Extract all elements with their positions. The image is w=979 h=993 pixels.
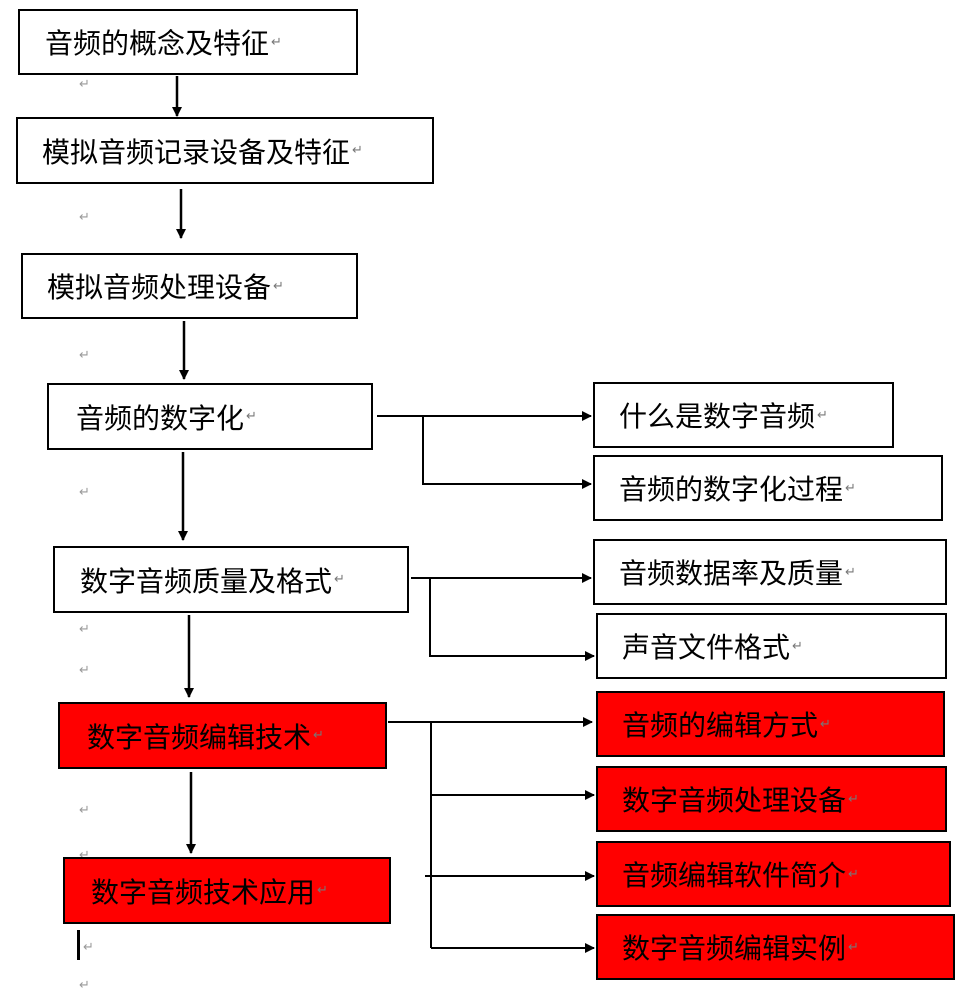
- node-label: 数字音频编辑技术: [87, 720, 312, 754]
- paragraph-mark: ↵: [79, 348, 90, 363]
- node-label: 音频编辑软件简介: [622, 859, 847, 892]
- node-tech-application: 数字音频技术应用↵: [63, 857, 391, 924]
- paragraph-mark: ↵: [79, 848, 90, 863]
- paragraph-mark: ↵: [820, 716, 831, 732]
- paragraph-mark: ↵: [352, 143, 363, 158]
- paragraph-mark: ↵: [246, 409, 257, 424]
- node-label: 音频数据率及质量: [619, 557, 844, 590]
- paragraph-mark: ↵: [334, 572, 345, 587]
- paragraph-mark: ↵: [848, 866, 859, 882]
- paragraph-mark: ↵: [817, 407, 828, 423]
- paragraph-mark: ↵: [79, 978, 90, 993]
- paragraph-mark: ↵: [79, 77, 90, 92]
- paragraph-mark: ↵: [848, 939, 859, 955]
- node-label: 数字音频质量及格式: [80, 564, 333, 598]
- node-edit-methods: 音频的编辑方式↵: [596, 691, 945, 757]
- node-quality-format: 数字音频质量及格式↵: [53, 546, 409, 613]
- node-edit-examples: 数字音频编辑实例↵: [596, 914, 955, 980]
- paragraph-mark: ↵: [79, 663, 90, 678]
- node-digitization: 音频的数字化↵: [47, 383, 373, 450]
- node-file-format: 声音文件格式↵: [596, 613, 947, 679]
- node-what-digital: 什么是数字音频↵: [593, 382, 894, 448]
- paragraph-mark: ↵: [313, 728, 324, 743]
- node-label: 数字音频编辑实例: [622, 932, 847, 965]
- paragraph-mark: ↵: [83, 940, 94, 955]
- text-cursor: [77, 930, 80, 960]
- node-editing-tech: 数字音频编辑技术↵: [58, 702, 387, 769]
- paragraph-mark: ↵: [845, 480, 856, 496]
- node-process-devices: 数字音频处理设备↵: [596, 766, 947, 832]
- node-label: 数字音频处理设备: [622, 784, 847, 817]
- node-label: 模拟音频处理设备: [47, 271, 272, 304]
- node-label: 声音文件格式: [622, 631, 791, 664]
- node-label: 音频的概念及特征: [45, 27, 270, 60]
- paragraph-mark: ↵: [845, 564, 856, 580]
- node-digitize-process: 音频的数字化过程↵: [593, 455, 943, 521]
- paragraph-mark: ↵: [271, 34, 282, 50]
- paragraph-mark: ↵: [79, 803, 90, 818]
- node-concept: 音频的概念及特征↵: [18, 9, 358, 75]
- paragraph-mark: ↵: [273, 278, 284, 294]
- branch-digitization-sub: [422, 416, 592, 489]
- paragraph-mark: ↵: [79, 485, 90, 500]
- node-software-intro: 音频编辑软件简介↵: [596, 841, 951, 907]
- node-label: 音频的编辑方式: [622, 709, 819, 742]
- node-analog-record: 模拟音频记录设备及特征↵: [16, 117, 434, 184]
- branch-quality-sub: [429, 578, 595, 661]
- paragraph-mark: ↵: [317, 883, 328, 898]
- paragraph-mark: ↵: [848, 791, 859, 807]
- node-analog-process: 模拟音频处理设备↵: [21, 253, 358, 319]
- node-data-rate: 音频数据率及质量↵: [593, 539, 947, 605]
- paragraph-mark: ↵: [79, 210, 90, 225]
- node-label: 什么是数字音频: [619, 400, 816, 433]
- node-label: 音频的数字化: [76, 401, 245, 435]
- node-label: 数字音频技术应用: [91, 875, 316, 909]
- paragraph-mark: ↵: [79, 622, 90, 637]
- node-label: 音频的数字化过程: [619, 473, 844, 506]
- paragraph-mark: ↵: [792, 638, 803, 654]
- node-label: 模拟音频记录设备及特征: [42, 135, 351, 169]
